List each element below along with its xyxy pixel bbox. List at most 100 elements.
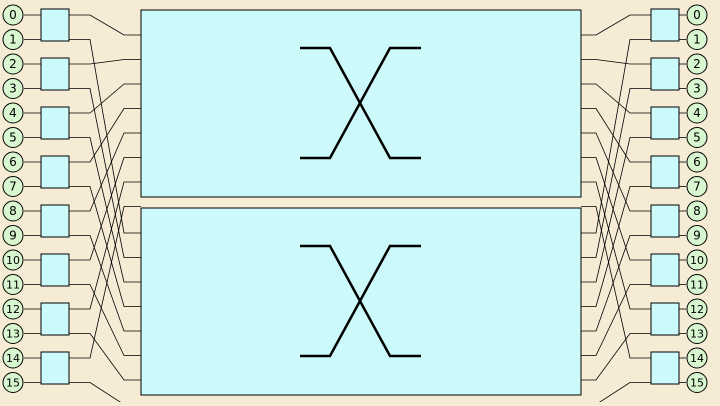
input-switch-0: [40, 8, 70, 42]
input-label-6: 6: [9, 155, 17, 169]
output-label-3: 3: [693, 82, 701, 96]
output-label-1: 1: [693, 33, 701, 47]
input-node-13: [2, 323, 24, 344]
input-label-11: 11: [6, 279, 20, 292]
wire-left-stage: [69, 14, 141, 36]
output-switch-1: [650, 57, 680, 91]
output-label-2: 2: [693, 57, 701, 71]
input-node-14: [2, 347, 24, 369]
input-node-15: [2, 372, 24, 393]
output-node-1: [686, 29, 708, 50]
wire-right-stage: [581, 333, 651, 381]
wire-right-stage: [581, 108, 651, 163]
output-node-9: [686, 225, 708, 246]
output-label-5: 5: [693, 131, 701, 145]
input-switch-1: [40, 57, 70, 91]
input-node-2: [2, 53, 24, 75]
input-node-4: [2, 102, 24, 124]
output-node-6: [686, 151, 708, 173]
wire-right-stage: [581, 83, 651, 114]
output-switch-5: [650, 253, 680, 287]
output-node-12: [686, 298, 708, 320]
wire-left-stage: [69, 157, 141, 261]
output-label-6: 6: [693, 155, 701, 169]
output-switch-0: [650, 8, 680, 42]
input-label-10: 10: [6, 254, 20, 267]
input-label-13: 13: [6, 328, 20, 341]
input-switch-3: [40, 155, 70, 189]
output-label-13: 13: [690, 328, 704, 341]
input-node-11: [2, 274, 24, 295]
wire-left-stage: [69, 132, 141, 212]
output-label-15: 15: [690, 377, 704, 390]
input-switch-4: [40, 204, 70, 238]
input-label-7: 7: [9, 180, 17, 194]
input-switch-7: [40, 351, 70, 385]
output-switch-4: [650, 204, 680, 238]
input-switch-2: [40, 106, 70, 140]
output-switch-2: [650, 106, 680, 140]
crossover-stroke: [300, 46, 421, 160]
output-node-7: [686, 176, 708, 197]
output-label-14: 14: [690, 352, 704, 365]
wire-right-stage: [581, 39, 651, 234]
output-node-14: [686, 347, 708, 369]
wire-right-stage: [581, 284, 651, 356]
input-switch-6: [40, 302, 70, 336]
output-node-4: [686, 102, 708, 124]
wire-right-stage: [581, 14, 651, 36]
output-label-0: 0: [693, 8, 701, 22]
inner-subnetworks: [140, 9, 582, 396]
wire-left-stage: [69, 39, 141, 234]
wire-right-stage: [581, 59, 651, 65]
output-node-11: [686, 274, 708, 295]
output-label-4: 4: [693, 106, 701, 120]
output-label-9: 9: [693, 229, 701, 243]
output-node-2: [686, 53, 708, 75]
input-node-1: [2, 29, 24, 50]
output-label-7: 7: [693, 180, 701, 194]
input-label-12: 12: [6, 303, 20, 316]
wire-left-stage: [69, 83, 141, 114]
wires: [24, 14, 686, 405]
output-switch-7: [650, 351, 680, 385]
input-label-0: 0: [9, 8, 17, 22]
output-label-11: 11: [690, 279, 704, 292]
wire-left-stage: [69, 59, 141, 65]
wire-left-stage: [69, 108, 141, 163]
output-node-0: [686, 4, 708, 26]
wire-right-stage: [581, 132, 651, 212]
output-node-8: [686, 200, 708, 222]
output-label-10: 10: [690, 254, 704, 267]
input-node-12: [2, 298, 24, 320]
input-node-0: [2, 4, 24, 26]
input-label-3: 3: [9, 82, 17, 96]
output-node-5: [686, 127, 708, 148]
output-label-12: 12: [690, 303, 704, 316]
wire-left-stage: [69, 206, 141, 359]
wire-right-stage: [581, 157, 651, 261]
wire-right-stage: [581, 206, 651, 359]
input-node-5: [2, 127, 24, 148]
input-label-4: 4: [9, 106, 17, 120]
wire-left-stage: [69, 284, 141, 356]
input-label-2: 2: [9, 57, 17, 71]
crossover-stroke: [300, 244, 421, 358]
input-node-10: [2, 249, 24, 271]
wire-left-stage: [69, 333, 141, 381]
input-label-9: 9: [9, 229, 17, 243]
output-node-13: [686, 323, 708, 344]
input-node-8: [2, 200, 24, 222]
input-node-6: [2, 151, 24, 173]
input-label-5: 5: [9, 131, 17, 145]
wire-right-stage: [581, 181, 651, 310]
output-switch-3: [650, 155, 680, 189]
output-node-15: [686, 372, 708, 393]
wire-left-stage: [69, 181, 141, 310]
output-node-10: [686, 249, 708, 271]
input-node-3: [2, 78, 24, 99]
input-label-14: 14: [6, 352, 20, 365]
input-label-8: 8: [9, 204, 17, 218]
